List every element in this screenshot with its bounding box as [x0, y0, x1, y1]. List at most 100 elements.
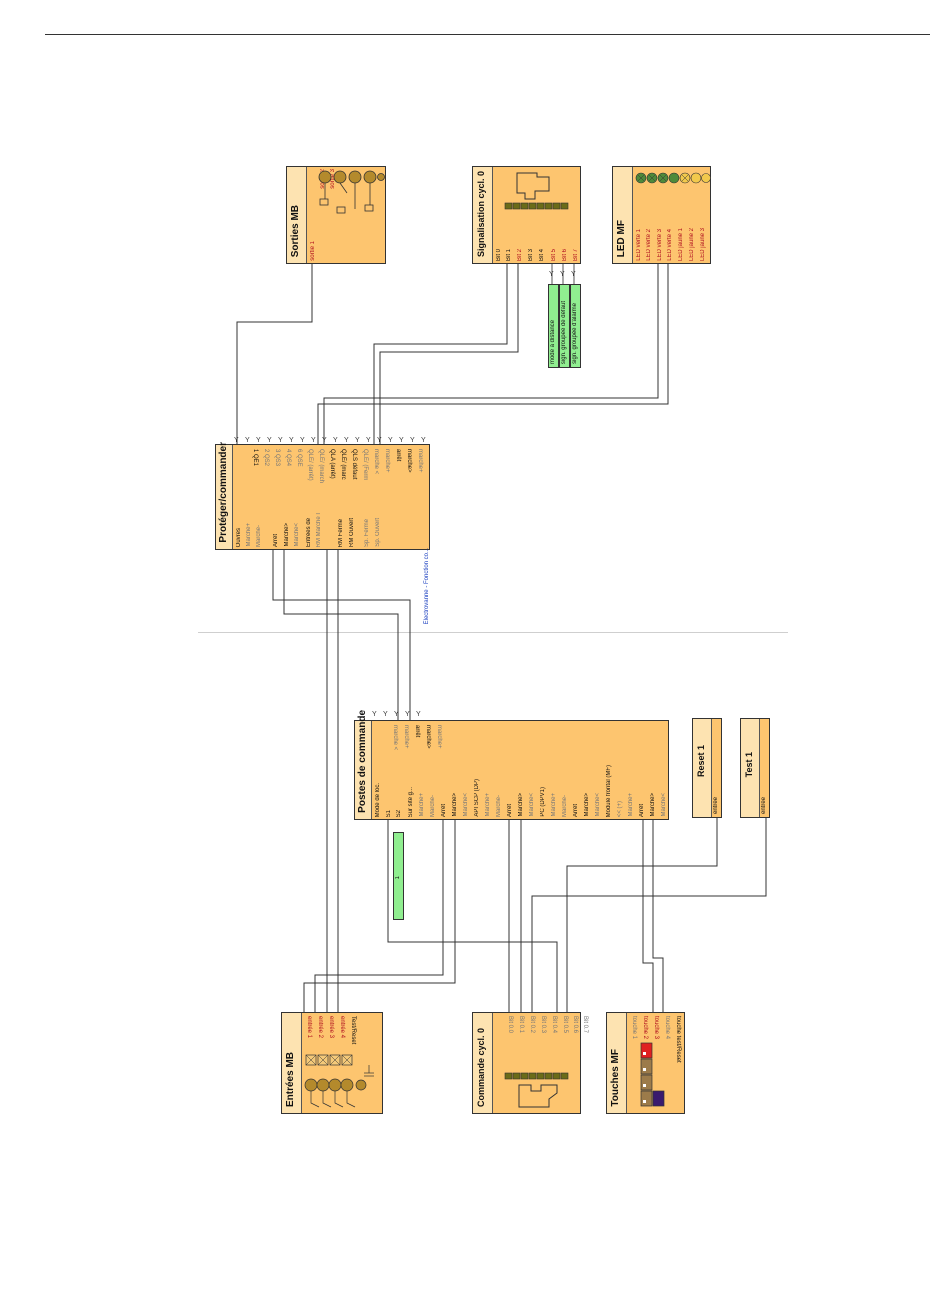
block-header: Commande cycl. 0	[473, 1013, 493, 1113]
pin-label: Marche>	[584, 793, 590, 817]
pin-label: Bit 5	[551, 248, 557, 261]
pin-label: sortie 1	[310, 241, 316, 261]
pin-label: Bit 7	[573, 248, 579, 261]
plc-output-icon	[504, 172, 569, 210]
pin-label: entrée 4	[339, 1016, 345, 1039]
pin-label: touche 3	[653, 1016, 659, 1040]
block-proteger-commander[interactable]: Protéger/commander Ouvres Marche+ Marche…	[215, 442, 430, 550]
pin-label: Marche>	[650, 793, 656, 817]
pin-label: QLS défaut	[351, 449, 357, 480]
pin-label: marche>	[406, 449, 412, 473]
note-sign-defaut: sign. groupée de défaut	[559, 284, 570, 368]
pin-label: RM Fermé	[338, 518, 344, 547]
block-reset-1[interactable]: Reset 1 entrée	[692, 718, 722, 818]
pin-label: Bit 4	[539, 248, 545, 261]
plc-input-icon	[504, 1072, 569, 1108]
svg-text:Y: Y	[311, 437, 316, 444]
pin-label: Bit 0.5	[562, 1016, 568, 1034]
pin-label: touche 1	[631, 1016, 637, 1040]
block-header: Reset 1	[693, 719, 712, 817]
svg-text:Y: Y	[300, 437, 305, 444]
block-title: Touches MF	[610, 1049, 621, 1107]
svg-text:Y: Y	[245, 437, 250, 444]
block-title: Signalisation cycl. 0	[476, 170, 486, 257]
pin-label: Bit 1	[506, 248, 512, 261]
block-touches-mf[interactable]: Touches MF touche 1 touche 2 touche 3 to…	[606, 1012, 685, 1114]
pin-label: entrée	[761, 796, 767, 814]
wire	[379, 264, 519, 444]
pin-label: Marche<	[529, 793, 535, 817]
block-sorties-mb[interactable]: Sorties MB sortie 1 sortie 2 sortie 3	[286, 166, 386, 264]
wire	[272, 550, 411, 722]
svg-text:Y: Y	[372, 711, 377, 718]
block-commande-cycl[interactable]: Commande cycl. 0 Bit 0.0 Bit 0.1 Bit 0.2…	[472, 1012, 588, 1114]
svg-text:Y: Y	[405, 711, 410, 718]
pin-label: Bit 0.0	[507, 1016, 513, 1034]
pin-label: Marche<	[661, 793, 667, 817]
wire	[323, 264, 659, 444]
pin-label: QLE/ (Ferm	[362, 449, 368, 481]
pin-label: Marche+	[628, 793, 634, 817]
svg-text:Y: Y	[421, 437, 426, 444]
pin-label: Arrêt	[441, 803, 447, 817]
pin-label: Bit 0.3	[540, 1016, 546, 1034]
pin-label: 6 QSE	[296, 449, 302, 467]
svg-text:Y: Y	[289, 437, 294, 444]
pin-label: marche <	[392, 725, 398, 751]
svg-text:Y: Y	[355, 437, 360, 444]
pin-label: << (+)	[617, 800, 623, 817]
wire	[531, 818, 767, 1012]
pin-label: marche+	[417, 449, 423, 473]
pin-label: Bit 0.2	[529, 1016, 535, 1034]
pin-label: touche 2	[642, 1016, 648, 1040]
svg-text:Y: Y	[394, 711, 399, 718]
pin-label: Marche<	[595, 793, 601, 817]
pin-label: marche <	[373, 449, 379, 475]
pin-label: Marche-	[256, 524, 262, 547]
block-header: Protéger/commander	[216, 442, 233, 549]
block-signalisation[interactable]: Signalisation cycl. 0 Bit 0 Bit 1 Bit 2 …	[472, 166, 581, 264]
pin-label: Sp. Fermé	[364, 518, 370, 547]
svg-text:Y: Y	[234, 437, 239, 444]
pin-label: Mode de loc.	[375, 782, 381, 817]
block-title: LED MF	[616, 219, 627, 257]
block-postes-commande[interactable]: Postes de commande Mode de loc. S1 S2 Su…	[354, 710, 669, 820]
wire	[236, 264, 313, 444]
pin-label: Marche<	[294, 523, 300, 547]
pin-label: Marche+	[485, 793, 491, 817]
wire	[283, 550, 399, 722]
note-sign-alarme: sign. groupée d'alarme	[570, 284, 581, 368]
block-test-1[interactable]: Test 1 entrée	[740, 718, 770, 818]
block-entrees-mb[interactable]: Entrées MB entrée 1 entrée 2 entrée 3 en…	[281, 1012, 383, 1114]
pin-label: marche>	[425, 725, 431, 749]
pin-label: Sur site g...	[408, 786, 414, 817]
block-header: Postes de commande	[355, 710, 372, 819]
svg-text:Y: Y	[278, 437, 283, 444]
note-text: sign. groupée de défaut	[561, 300, 567, 364]
pin-label: Marche-	[562, 794, 568, 817]
pin-label: touche test/Reset	[675, 1016, 681, 1063]
wire	[642, 820, 654, 1012]
pin-label: 4 QS4	[285, 449, 291, 467]
pin-label: arrêt	[395, 449, 401, 462]
wire	[317, 264, 669, 444]
pin-label: Bit 0.7	[582, 1016, 588, 1034]
pin-label: Bit 3	[528, 248, 534, 261]
pin-label: Bit 0.4	[551, 1016, 557, 1034]
pin-label: LED verte 3	[657, 229, 663, 261]
svg-text:Y: Y	[322, 437, 327, 444]
pin-label: LED jaune 1	[678, 227, 684, 261]
note-s1: 1	[393, 832, 404, 920]
block-header: Touches MF	[607, 1013, 627, 1113]
pin-label: LED verte 1	[636, 229, 642, 261]
pin-label: API SCP (DP)	[474, 779, 480, 817]
block-title: Postes de commande	[357, 710, 368, 813]
block-led-mf[interactable]: LED MF LED verte 1 LED verte 2 LED verte…	[612, 166, 711, 264]
led-indicators-icon	[635, 172, 711, 184]
pin-label: Bit 0	[496, 248, 502, 261]
section-divider	[198, 632, 788, 633]
pin-label: Bit 0.1	[518, 1016, 524, 1034]
pin-label: Marche+	[246, 523, 252, 547]
pin-label: 1 QE1	[252, 449, 258, 467]
pin-label: LED verte 2	[646, 229, 652, 261]
